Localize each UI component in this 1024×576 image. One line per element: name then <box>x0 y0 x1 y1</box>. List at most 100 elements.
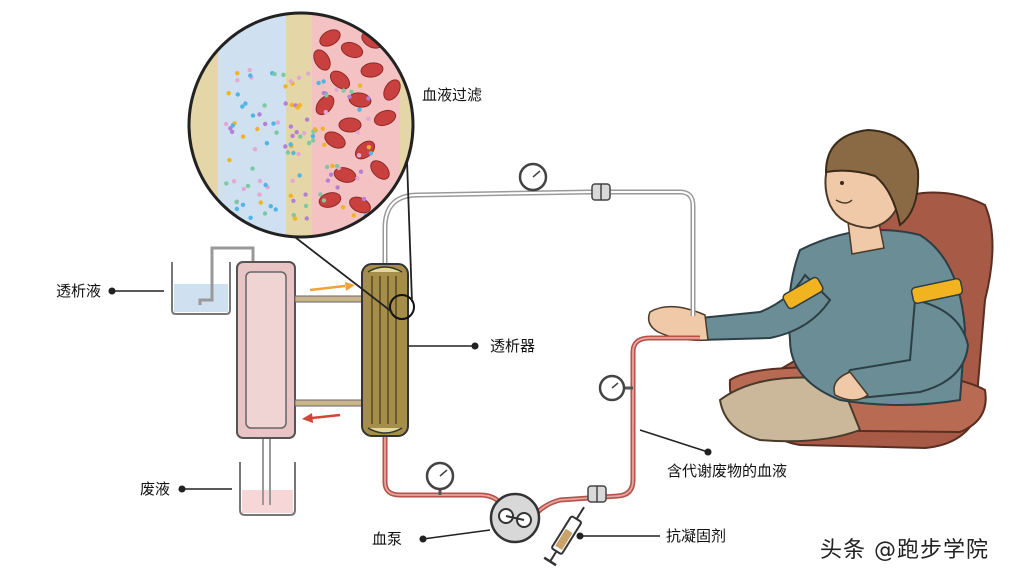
waste-container <box>239 438 296 516</box>
solute-particle <box>290 133 295 139</box>
label-waste-blood: 含代谢废物的血液 <box>667 462 788 480</box>
solute-particle <box>290 178 295 183</box>
dialysate-container <box>171 246 255 315</box>
solute-particle <box>257 192 262 197</box>
dialysate-machine <box>236 261 296 439</box>
red-blood-cell <box>324 131 346 149</box>
solute-particle <box>250 166 255 171</box>
pressure-gauge-bottom <box>425 461 455 495</box>
solute-particle <box>274 130 279 135</box>
solute-particle <box>224 181 229 186</box>
solute-particle <box>356 153 362 158</box>
pressure-gauge-top <box>518 162 548 192</box>
solute-particle <box>252 147 258 152</box>
solute-particle <box>223 121 229 127</box>
solute-particle <box>231 179 237 184</box>
label-anticoagulant: 抗凝固剂 <box>666 527 727 545</box>
dialyzer <box>361 263 415 437</box>
solute-particle <box>227 157 232 163</box>
solute-particle <box>295 105 300 110</box>
label-blood-pump: 血泵 <box>372 530 403 548</box>
solute-particle <box>250 113 256 118</box>
red-blood-cell <box>373 109 397 127</box>
solute-particle <box>351 213 356 218</box>
solute-particle <box>273 207 278 212</box>
solute-particle <box>312 127 318 132</box>
label-dialysate: 透析液 <box>56 282 102 300</box>
solute-particle <box>285 150 291 155</box>
red-blood-cell <box>360 62 384 78</box>
solute-particle <box>320 126 325 131</box>
solute-particle <box>288 79 294 84</box>
watermark: 头条 @跑步学院 <box>820 538 989 563</box>
red-blood-cell <box>319 29 341 47</box>
anticoagulant-syringe <box>543 506 585 567</box>
solute-particle <box>268 204 273 209</box>
solute-particle <box>248 73 253 78</box>
solute-particle <box>328 172 334 177</box>
solute-particle <box>347 94 352 100</box>
solute-particle <box>271 121 276 126</box>
solute-particle <box>234 200 239 205</box>
solute-particle <box>304 216 309 221</box>
solute-particle <box>321 79 326 84</box>
solute-particle <box>302 131 307 136</box>
solute-particle <box>292 216 298 221</box>
solute-particle <box>340 205 346 210</box>
solute-particle <box>323 109 328 115</box>
solute-particle <box>298 134 303 139</box>
solute-particle <box>240 202 246 207</box>
red-blood-cell <box>340 41 364 59</box>
solute-particle <box>291 150 296 156</box>
solute-particle <box>235 71 240 76</box>
solute-particle <box>257 178 263 184</box>
solute-particle <box>335 185 340 190</box>
red-blood-cell <box>370 160 390 180</box>
solute-particle <box>230 123 235 128</box>
solute-particle <box>283 101 288 106</box>
solute-particle <box>306 140 312 146</box>
red-blood-cell <box>383 79 401 101</box>
tube-connector-bottom <box>587 485 607 503</box>
solute-particle <box>306 71 311 76</box>
solute-particle <box>355 176 360 181</box>
solute-particle <box>368 151 374 156</box>
solute-particle <box>240 104 245 109</box>
pressure-gauge-right <box>598 374 633 402</box>
solute-particle <box>316 80 321 86</box>
solute-particle <box>322 142 327 147</box>
solute-particle <box>245 183 251 189</box>
solute-particle <box>257 112 262 117</box>
solute-particle <box>361 196 367 202</box>
solute-particle <box>262 103 267 108</box>
label-filtration: 血液过滤 <box>422 86 483 104</box>
solute-particle <box>235 92 240 97</box>
solute-particle <box>288 124 294 129</box>
solute-particle <box>324 164 330 170</box>
solute-particle <box>324 93 329 98</box>
solute-particle <box>262 211 268 216</box>
red-blood-cell <box>338 117 362 133</box>
solute-particle <box>243 101 248 106</box>
solute-particle <box>334 87 339 93</box>
solute-particle <box>310 134 316 139</box>
solute-particle <box>229 129 235 134</box>
solute-particle <box>234 206 240 212</box>
label-leaders <box>108 287 712 543</box>
solute-particle <box>357 107 362 112</box>
solute-particle <box>288 142 293 147</box>
solute-particle <box>291 198 296 203</box>
red-blood-cell <box>313 49 331 71</box>
solute-particle <box>264 141 270 146</box>
filtered-particles <box>223 67 374 221</box>
solute-particle <box>263 121 268 127</box>
blood-pump <box>489 492 541 544</box>
solute-particle <box>235 78 240 83</box>
label-waste: 废液 <box>140 480 171 498</box>
label-dialyzer: 透析器 <box>490 337 536 355</box>
solute-particle <box>310 138 316 143</box>
solute-particle <box>263 182 268 188</box>
red-blood-cell <box>315 94 335 116</box>
solute-particle <box>226 91 231 96</box>
